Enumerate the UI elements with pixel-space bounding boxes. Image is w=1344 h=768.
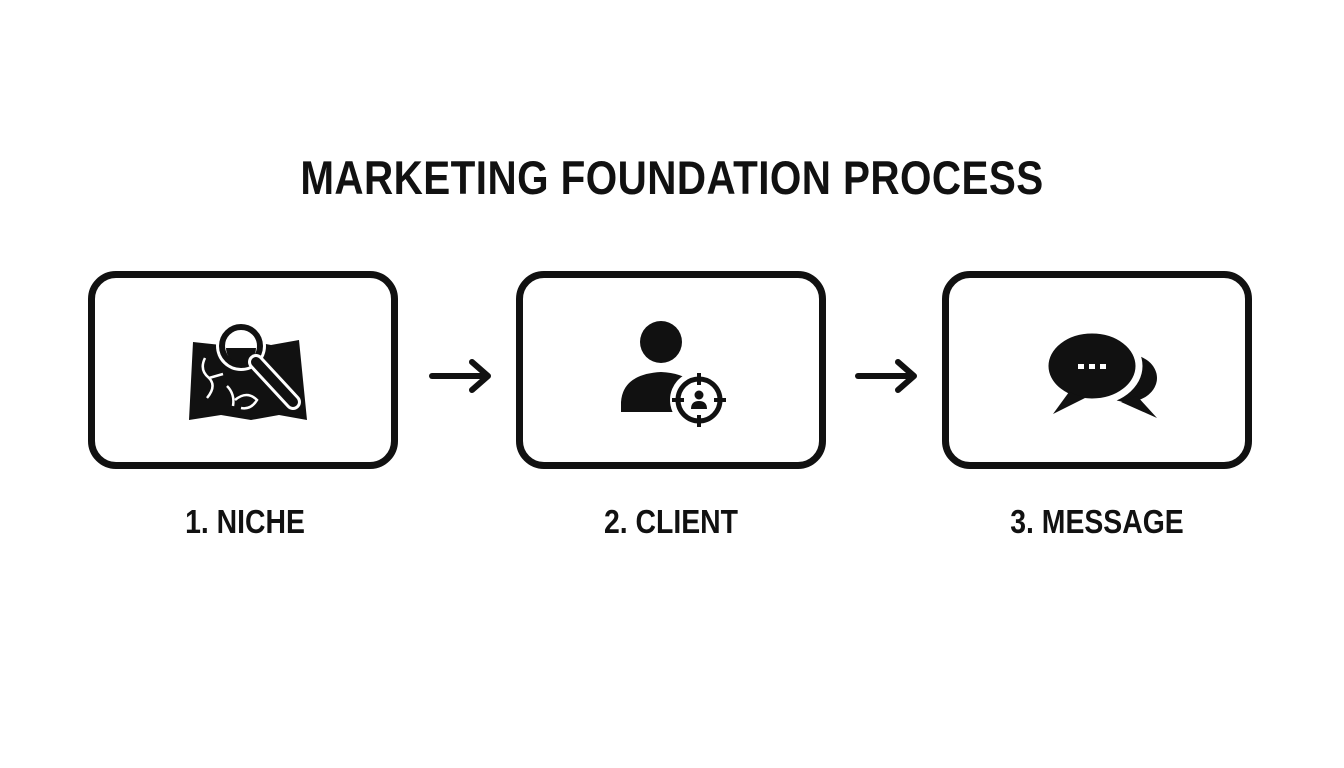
- diagram-title: MARKETING FOUNDATION PROCESS: [300, 151, 1044, 204]
- step-box-niche: [88, 271, 398, 469]
- chat-bubbles-icon: [1041, 326, 1157, 418]
- arrow-right-icon: [855, 359, 917, 393]
- arrow-right-icon: [429, 359, 491, 393]
- step-label-niche: 1. NICHE: [185, 503, 305, 540]
- step-label-client: 2. CLIENT: [603, 503, 739, 540]
- step-label-message: 3. MESSAGE: [1010, 503, 1184, 540]
- map-magnifier-icon: [189, 321, 307, 420]
- step-box-message: [942, 271, 1252, 469]
- person-target-icon: [621, 321, 728, 429]
- step-box-client: [516, 271, 826, 469]
